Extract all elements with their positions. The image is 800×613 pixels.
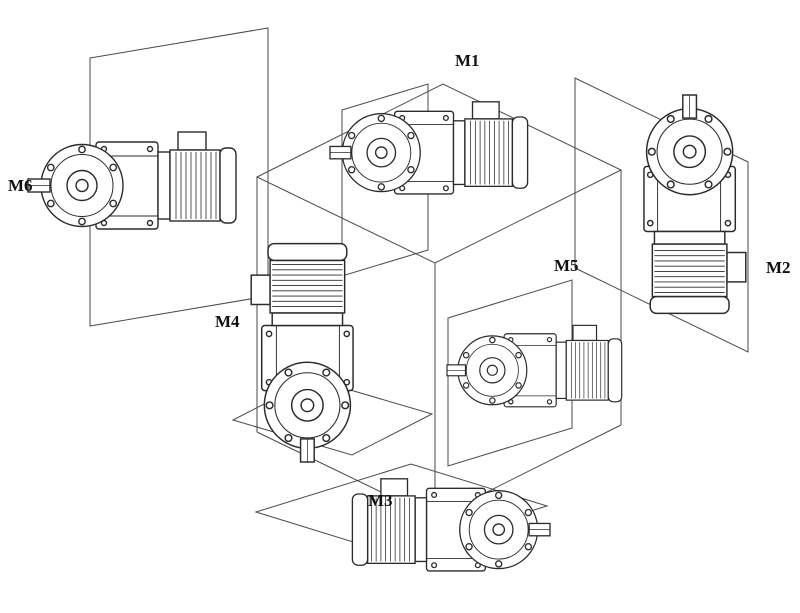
gearmotor-m6-drawing [27,131,237,230]
gearmotor-m5-drawing [446,324,623,408]
gearmotor-m2-drawing [643,94,747,315]
mounting-plane-m5 [447,279,573,467]
label-m3: M3 [368,491,393,510]
gearmotor-m1-drawing [329,101,529,195]
gearmotor-m4-drawing [250,242,354,463]
label-m4: M4 [215,312,240,331]
label-m1: M1 [455,51,480,70]
label-m2: M2 [766,258,791,277]
label-m5: M5 [554,256,579,275]
mounting-plane-m3 [254,463,549,555]
label-m6: M6 [8,176,33,195]
mounting-plane-m1 [341,83,429,277]
